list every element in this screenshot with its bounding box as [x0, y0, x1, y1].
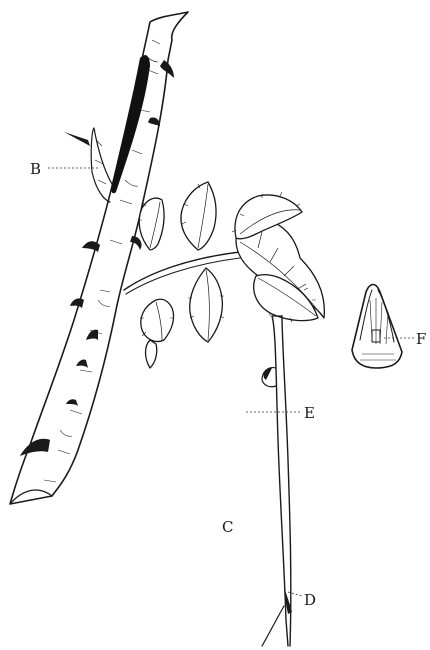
shield-detail [352, 285, 414, 369]
label-c: C [222, 518, 233, 536]
rose-stem [10, 12, 188, 504]
label-e: E [304, 404, 315, 422]
label-f: F [416, 330, 426, 348]
label-d: D [304, 591, 316, 609]
thorns [20, 60, 174, 456]
bud-shield [246, 316, 302, 646]
t-cut-slit [111, 55, 150, 193]
compound-leaf [124, 182, 324, 368]
label-b: B [30, 160, 41, 178]
